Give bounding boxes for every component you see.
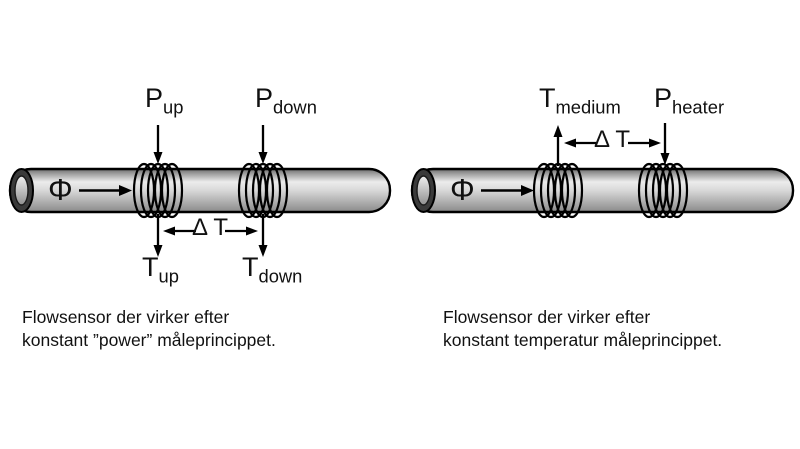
label-p-up: Pup [145, 83, 184, 118]
arrow-p-up [153, 125, 163, 164]
caption-left: Flowsensor der virker efter konstant ”po… [22, 306, 276, 352]
arrow-t-down [258, 214, 268, 257]
caption-right: Flowsensor der virker efter konstant tem… [443, 306, 722, 352]
label-p-heater: Pheater [654, 83, 725, 118]
arrow-t-up [153, 214, 163, 257]
label-t-up: Tup [142, 252, 179, 287]
label-t-down: Tdown [242, 252, 303, 287]
caption-left-line1: Flowsensor der virker efter [22, 307, 230, 327]
pipe-right [410, 167, 795, 214]
flow-arrow-right [481, 185, 534, 196]
arrow-t-medium [553, 125, 563, 166]
delta-t-arrows-right [564, 138, 661, 148]
arrow-p-heater [660, 123, 670, 165]
arrow-p-down [258, 125, 268, 164]
label-t-medium: Tmedium [539, 83, 621, 118]
sensor-coil-right [532, 162, 584, 219]
pipe-left [8, 167, 392, 214]
diagram-canvas [8, 123, 795, 257]
label-p-down: Pdown [255, 83, 317, 118]
caption-right-line1: Flowsensor der virker efter [443, 307, 651, 327]
caption-left-line2: konstant ”power” måleprincippet. [22, 330, 276, 350]
delta-t-arrows-left [163, 226, 258, 236]
heater-coil-right [637, 162, 689, 219]
caption-right-line2: konstant temperatur måleprincippet. [443, 330, 723, 350]
delta-t-label-left: Δ T [191, 214, 229, 241]
delta-t-label-right: Δ T [593, 126, 631, 153]
flow-phi-symbol-left: Φ [48, 172, 73, 207]
flow-arrow-left [79, 185, 132, 196]
flow-phi-symbol-right: Φ [450, 172, 475, 207]
